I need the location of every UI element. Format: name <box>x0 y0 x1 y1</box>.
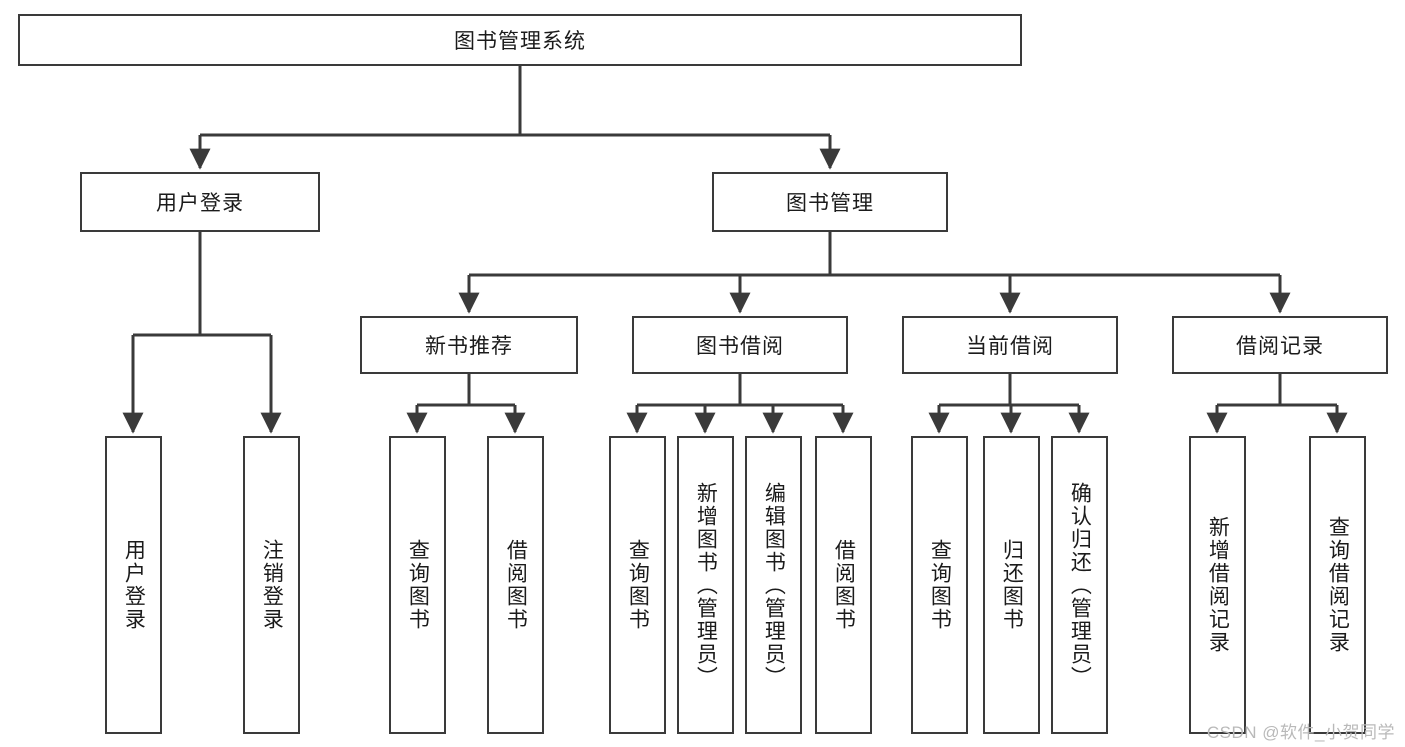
node-root-label: 图书管理系统 <box>454 30 586 53</box>
node-leaf-edit-book[interactable]: 编辑图书（管理员） <box>745 436 802 734</box>
node-book-borrow[interactable]: 图书借阅 <box>632 316 848 374</box>
node-root[interactable]: 图书管理系统 <box>18 14 1022 66</box>
node-user-login-label: 用户登录 <box>156 192 244 215</box>
node-leaf-user-login-label: 用户登录 <box>122 539 146 631</box>
node-leaf-query-book-cur[interactable]: 查询图书 <box>911 436 968 734</box>
node-book-manage-label: 图书管理 <box>786 192 874 215</box>
node-leaf-query-book[interactable]: 查询图书 <box>609 436 666 734</box>
node-current-borrow[interactable]: 当前借阅 <box>902 316 1118 374</box>
csdn-watermark: CSDN @软件_小贺同学 <box>1206 723 1395 742</box>
node-leaf-edit-book-label: 编辑图书（管理员） <box>762 481 786 689</box>
node-leaf-return-book-label: 归还图书 <box>1000 539 1024 631</box>
node-leaf-confirm-return[interactable]: 确认归还（管理员） <box>1051 436 1108 734</box>
node-leaf-add-book-label: 新增图书（管理员） <box>694 481 718 689</box>
node-leaf-logout-label: 注销登录 <box>260 539 284 631</box>
node-leaf-query-record-label: 查询借阅记录 <box>1326 516 1350 654</box>
node-leaf-borrow-book-rec-label: 借阅图书 <box>504 539 528 631</box>
node-new-book-rec[interactable]: 新书推荐 <box>360 316 578 374</box>
node-leaf-query-book-rec[interactable]: 查询图书 <box>389 436 446 734</box>
node-book-manage[interactable]: 图书管理 <box>712 172 948 232</box>
node-book-borrow-label: 图书借阅 <box>696 335 784 358</box>
node-leaf-borrow-book-rec[interactable]: 借阅图书 <box>487 436 544 734</box>
node-leaf-query-record[interactable]: 查询借阅记录 <box>1309 436 1366 734</box>
node-borrow-record-label: 借阅记录 <box>1236 335 1324 358</box>
node-leaf-borrow-book-label: 借阅图书 <box>832 539 856 631</box>
node-leaf-confirm-return-label: 确认归还（管理员） <box>1068 481 1092 689</box>
node-leaf-borrow-book[interactable]: 借阅图书 <box>815 436 872 734</box>
node-leaf-add-book[interactable]: 新增图书（管理员） <box>677 436 734 734</box>
node-current-borrow-label: 当前借阅 <box>966 335 1054 358</box>
node-leaf-query-book-label: 查询图书 <box>626 539 650 631</box>
node-borrow-record[interactable]: 借阅记录 <box>1172 316 1388 374</box>
node-leaf-user-login[interactable]: 用户登录 <box>105 436 162 734</box>
node-leaf-logout[interactable]: 注销登录 <box>243 436 300 734</box>
node-new-book-rec-label: 新书推荐 <box>425 335 513 358</box>
node-leaf-query-book-rec-label: 查询图书 <box>406 539 430 631</box>
node-leaf-query-book-cur-label: 查询图书 <box>928 539 952 631</box>
node-leaf-add-record-label: 新增借阅记录 <box>1206 516 1230 654</box>
node-leaf-return-book[interactable]: 归还图书 <box>983 436 1040 734</box>
node-user-login[interactable]: 用户登录 <box>80 172 320 232</box>
node-leaf-add-record[interactable]: 新增借阅记录 <box>1189 436 1246 734</box>
